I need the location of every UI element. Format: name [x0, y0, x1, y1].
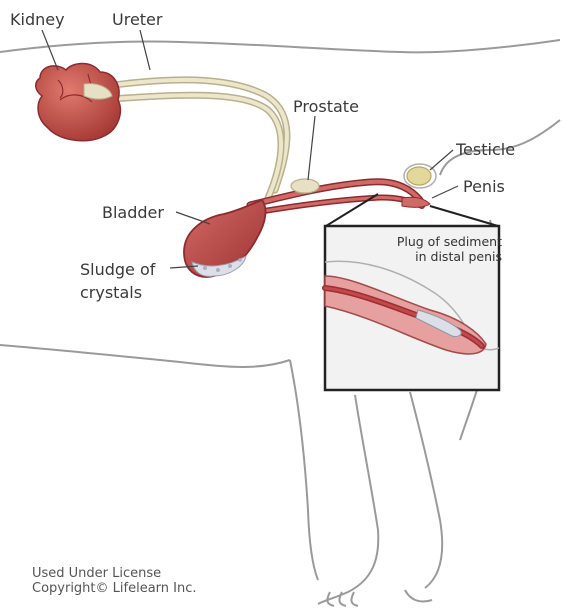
label-ureter: Ureter [112, 10, 162, 29]
label-sludge-line1: Sludge of [80, 260, 155, 279]
label-testicle: Testicle [456, 140, 515, 159]
label-kidney: Kidney [10, 10, 65, 29]
inset-caption: Plug of sediment in distal penis [362, 234, 502, 264]
ureters [90, 80, 287, 198]
prostate-gland [291, 179, 319, 193]
bladder-shape [184, 200, 265, 277]
label-penis: Penis [463, 177, 505, 196]
inset-caption-line2: in distal penis [362, 249, 502, 264]
kidney-shape [36, 64, 121, 141]
penis-small [402, 197, 430, 207]
label-prostate: Prostate [293, 97, 359, 116]
testicle-shape [404, 164, 436, 188]
copyright-credit: Used Under License Copyright© Lifelearn … [32, 566, 197, 596]
credit-line2: Copyright© Lifelearn Inc. [32, 581, 197, 596]
credit-line1: Used Under License [32, 566, 197, 581]
label-bladder: Bladder [102, 203, 164, 222]
label-sludge-line2: crystals [80, 283, 142, 302]
inset-caption-line1: Plug of sediment [362, 234, 502, 249]
